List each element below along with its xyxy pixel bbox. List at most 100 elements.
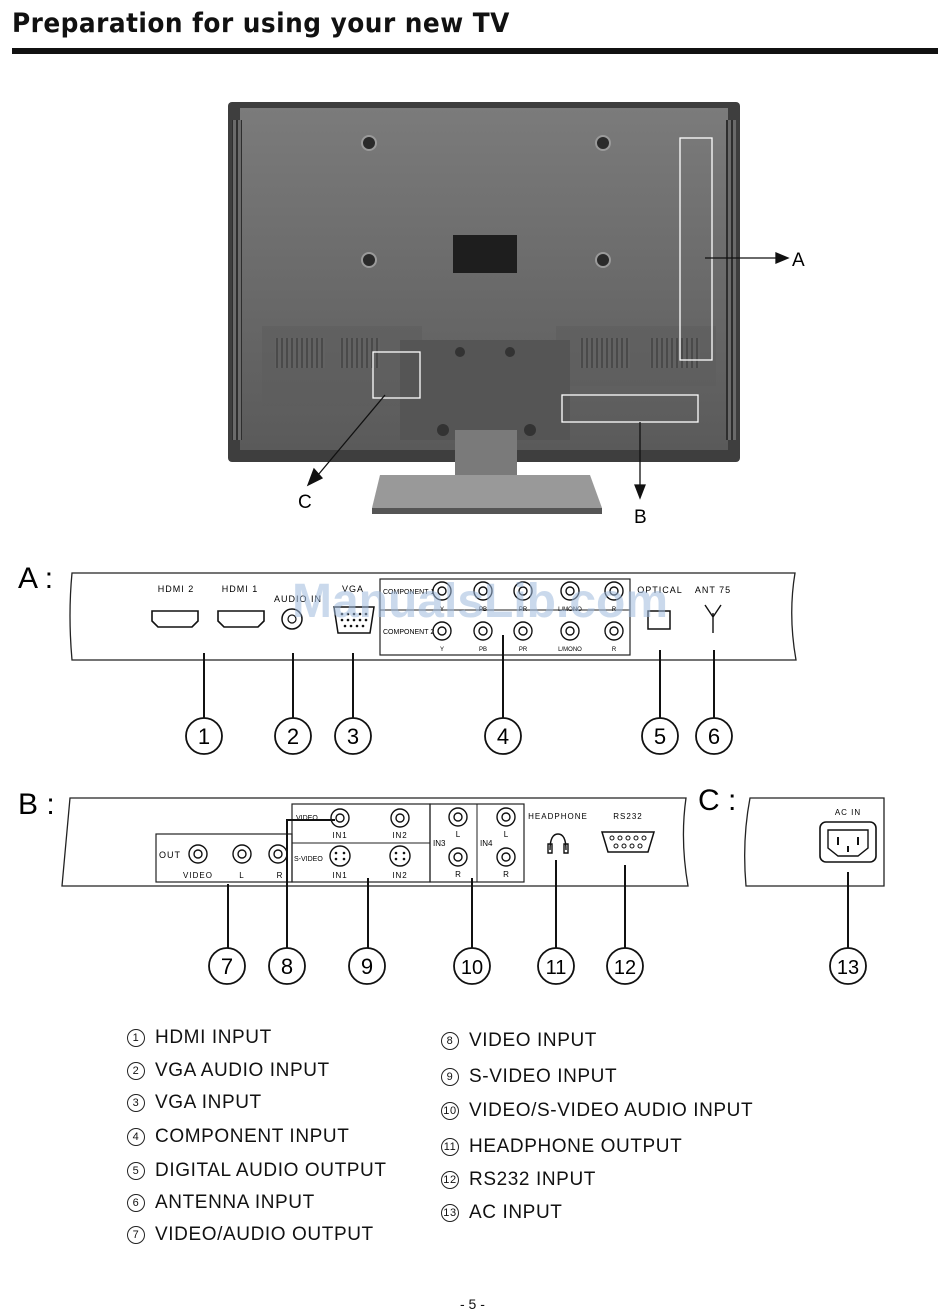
hdmi1-port bbox=[217, 610, 265, 628]
legend-text-13: AC INPUT bbox=[469, 1202, 563, 1223]
svideo-in2-label: IN2 bbox=[392, 871, 407, 880]
panel-c-label: C : bbox=[698, 784, 736, 817]
page-title: Preparation for using your new TV bbox=[12, 8, 510, 39]
headphone-icon bbox=[547, 833, 569, 854]
component-jacks bbox=[432, 581, 624, 641]
callout-10-number: 10 bbox=[461, 957, 483, 979]
ac-in-label: AC IN bbox=[835, 808, 861, 817]
hdmi1-label: HDMI 1 bbox=[222, 584, 259, 594]
legend-item-2: 2 VGA AUDIO INPUT bbox=[127, 1060, 330, 1082]
component1-label: COMPONENT 1 bbox=[383, 589, 434, 596]
legend-item-9: 9 S-VIDEO INPUT bbox=[441, 1066, 617, 1088]
highlight-boxes bbox=[372, 137, 713, 423]
legend-text-1: HDMI INPUT bbox=[155, 1027, 272, 1048]
out-col-r: R bbox=[277, 871, 284, 880]
video-in2-label: IN2 bbox=[392, 831, 407, 840]
legend-item-11: 11 HEADPHONE OUTPUT bbox=[441, 1136, 682, 1158]
watermark: ManualsLib.com bbox=[292, 575, 668, 628]
legend-text-2: VGA AUDIO INPUT bbox=[155, 1060, 330, 1081]
out-jacks bbox=[188, 844, 288, 864]
rs232-port bbox=[600, 831, 656, 853]
callout-1-number: 1 bbox=[198, 724, 210, 749]
callout-6-number: 6 bbox=[708, 724, 720, 749]
hdmi2-port bbox=[151, 610, 199, 628]
component-block bbox=[379, 578, 631, 656]
legend-item-12: 12 RS232 INPUT bbox=[441, 1169, 596, 1191]
legend-text-11: HEADPHONE OUTPUT bbox=[469, 1136, 683, 1157]
callout-arrows bbox=[306, 252, 790, 500]
callout-c: C bbox=[298, 492, 312, 513]
legend-num-1: 1 bbox=[127, 1029, 145, 1047]
out-label: OUT bbox=[159, 850, 181, 860]
callout-9-number: 9 bbox=[361, 954, 373, 979]
panel-a-diagram: A : HDMI 2 HDMI 1 AUDIO IN VGA COMPONENT… bbox=[18, 562, 797, 755]
legend-num-12: 12 bbox=[441, 1171, 459, 1189]
callout-7 bbox=[208, 947, 246, 985]
legend-num-8: 8 bbox=[441, 1032, 459, 1050]
in3-r-label: R bbox=[455, 870, 461, 879]
comp1-col-r: R bbox=[612, 607, 617, 613]
legend-text-6: ANTENNA INPUT bbox=[155, 1192, 315, 1213]
comp1-col-pb: PB bbox=[479, 607, 487, 613]
panel-a-leaders bbox=[203, 635, 715, 718]
callout-8-number: 8 bbox=[281, 954, 293, 979]
callout-12-number: 12 bbox=[614, 957, 636, 979]
callout-10 bbox=[453, 947, 491, 985]
svideo-in1-label: IN1 bbox=[332, 871, 347, 880]
vga-label: VGA bbox=[342, 584, 364, 594]
antenna-icon bbox=[704, 604, 722, 633]
panel-b-label: B : bbox=[18, 788, 55, 821]
legend-num-13: 13 bbox=[441, 1204, 459, 1222]
legend-item-13: 13 AC INPUT bbox=[441, 1202, 562, 1224]
legend-text-8: VIDEO INPUT bbox=[469, 1030, 598, 1051]
callout-a: A bbox=[792, 250, 805, 271]
video-in1-label: IN1 bbox=[332, 831, 347, 840]
panel-a-outline bbox=[69, 572, 797, 661]
out-col-video: VIDEO bbox=[183, 871, 213, 880]
audio-in-jacks bbox=[448, 807, 516, 867]
tv-body bbox=[228, 102, 740, 462]
optical-label: OPTICAL bbox=[637, 585, 683, 595]
in3-l-label: L bbox=[456, 830, 461, 839]
legend-num-5: 5 bbox=[127, 1162, 145, 1180]
comp2-col-r: R bbox=[612, 647, 617, 653]
headphone-label: HEADPHONE bbox=[528, 812, 588, 821]
legend-text-3: VGA INPUT bbox=[155, 1092, 262, 1113]
vga-port bbox=[333, 606, 375, 634]
legend-text-10: VIDEO/S-VIDEO AUDIO INPUT bbox=[469, 1100, 754, 1121]
callout-4 bbox=[484, 717, 522, 755]
callout-3-number: 3 bbox=[347, 724, 359, 749]
video-in-jacks bbox=[329, 808, 411, 867]
svideo-label: S-VIDEO bbox=[294, 856, 323, 863]
comp2-col-pb: PB bbox=[479, 647, 487, 653]
legend-item-7: 7 VIDEO/AUDIO OUTPUT bbox=[127, 1224, 374, 1246]
comp2-col-pr: PR bbox=[519, 647, 528, 653]
hdmi2-label: HDMI 2 bbox=[158, 584, 195, 594]
out-col-l: L bbox=[239, 871, 244, 880]
legend-num-9: 9 bbox=[441, 1068, 459, 1086]
callout-7-number: 7 bbox=[221, 954, 233, 979]
in3-label: IN3 bbox=[433, 839, 446, 848]
callout-2 bbox=[274, 717, 312, 755]
component2-label: COMPONENT 2 bbox=[383, 629, 434, 636]
callout-4-number: 4 bbox=[497, 724, 509, 749]
comp2-col-lmono: L/MONO bbox=[558, 647, 582, 653]
legend-text-7: VIDEO/AUDIO OUTPUT bbox=[155, 1224, 374, 1245]
ac-inlet bbox=[819, 821, 877, 863]
callout-12 bbox=[606, 947, 644, 985]
ant-label: ANT 75 bbox=[695, 585, 731, 595]
panel-a-label: A : bbox=[18, 562, 53, 595]
legend-text-9: S-VIDEO INPUT bbox=[469, 1066, 618, 1087]
legend-num-10: 10 bbox=[441, 1102, 459, 1120]
video-label: VIDEO bbox=[296, 815, 318, 822]
callout-5-number: 5 bbox=[654, 724, 666, 749]
legend-item-5: 5 DIGITAL AUDIO OUTPUT bbox=[127, 1160, 387, 1182]
legend-text-12: RS232 INPUT bbox=[469, 1169, 596, 1190]
audio-in-label: AUDIO IN bbox=[274, 594, 322, 604]
panel-b-c-diagram: B : OUT VIDEO L R VIDEO S-VIDEO IN1 IN2 … bbox=[18, 784, 885, 985]
panel-b-leaders bbox=[227, 819, 626, 948]
legend-num-3: 3 bbox=[127, 1094, 145, 1112]
optical-port bbox=[647, 610, 671, 630]
page-number: - 5 - bbox=[460, 1296, 485, 1312]
stand-base bbox=[372, 475, 602, 514]
